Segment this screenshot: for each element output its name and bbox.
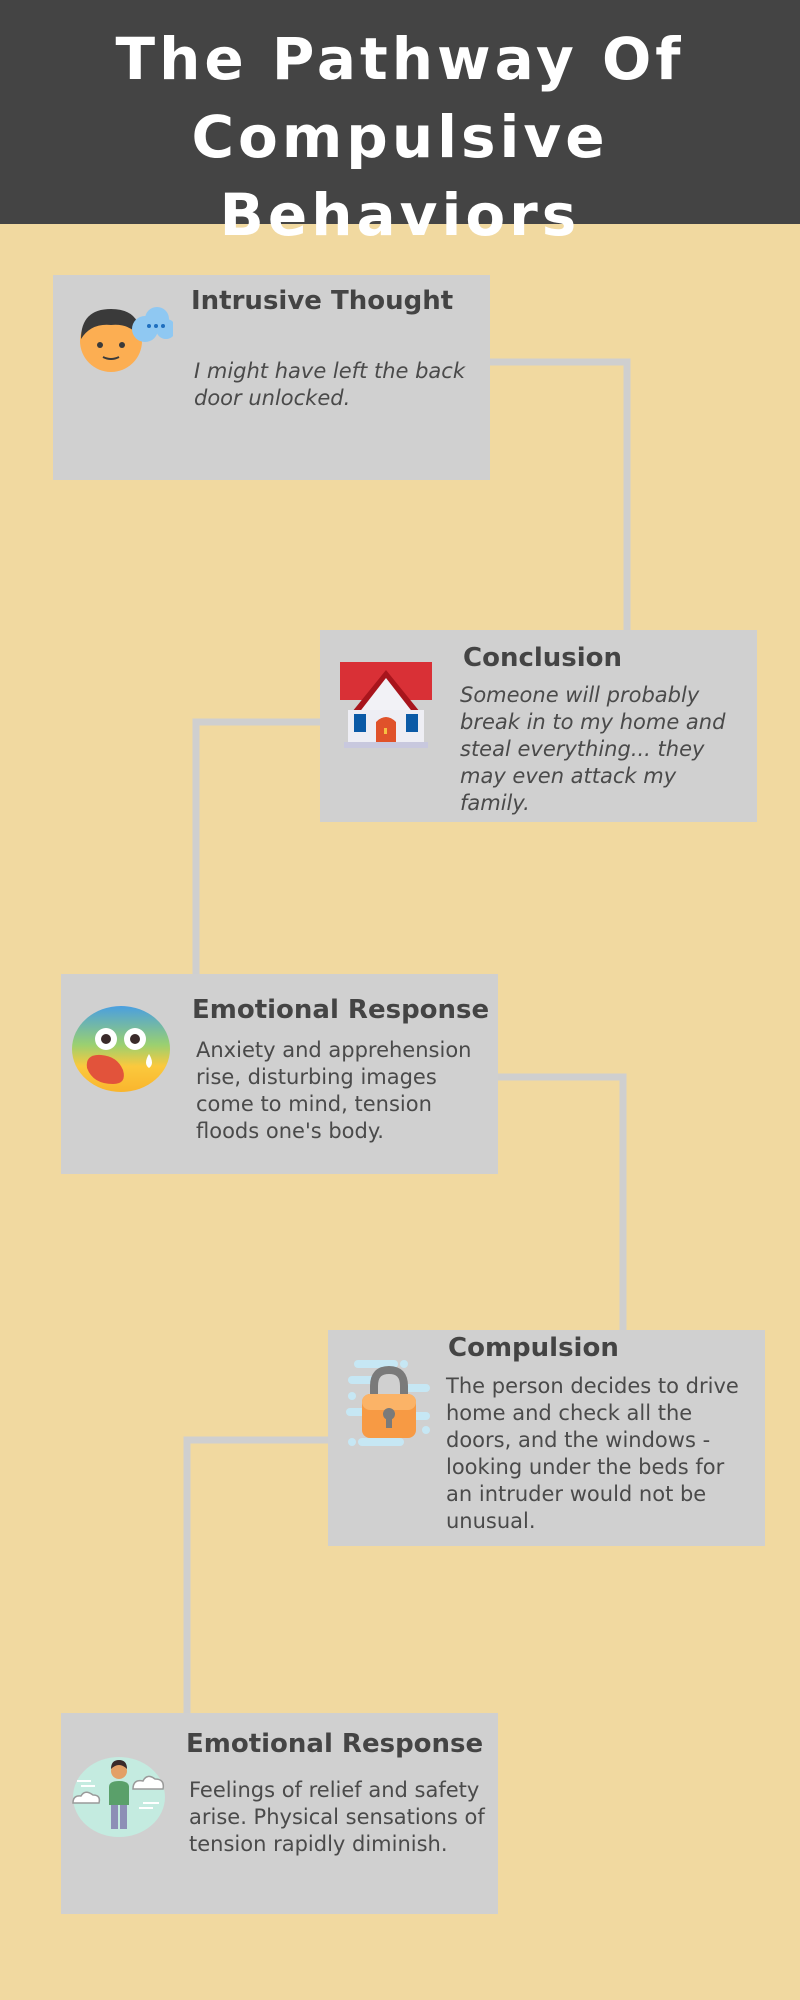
connector-2 xyxy=(192,718,320,974)
relieved-person-icon xyxy=(72,1757,165,1837)
step-title: Conclusion xyxy=(463,643,623,673)
step-card-emotional-response-1: Emotional Response Anxiety and apprehens… xyxy=(61,974,498,1174)
step-text: The person decides to drive home and che… xyxy=(446,1374,739,1533)
fearful-face-icon xyxy=(72,1006,170,1092)
house-icon xyxy=(340,662,432,748)
header: The Pathway Of Compulsive Behaviors xyxy=(0,0,800,249)
step-title: Intrusive Thought xyxy=(191,286,454,316)
thinking-person-icon xyxy=(80,307,173,372)
step-title: Compulsion xyxy=(448,1333,619,1363)
step-card-conclusion: Conclusion Someone will probably break i… xyxy=(320,630,757,822)
title-line-2: Compulsive Behaviors xyxy=(191,103,609,249)
step-text: Someone will probably break in to my hom… xyxy=(460,683,726,815)
step-title: Emotional Response xyxy=(192,995,490,1025)
step-card-intrusive-thought: Intrusive Thought I might have left the … xyxy=(53,275,490,480)
step-title: Emotional Response xyxy=(186,1729,484,1759)
step-text: Feelings of relief and safety arise. Phy… xyxy=(189,1778,485,1856)
title-line-1: The Pathway Of xyxy=(115,25,685,93)
page-title: The Pathway Of Compulsive Behaviors xyxy=(0,20,800,254)
step-card-compulsion: Compulsion The person decides to drive h… xyxy=(328,1330,765,1546)
connector-3 xyxy=(498,1073,627,1330)
step-card-emotional-response-2: Emotional Response Feelings of relief an… xyxy=(61,1713,498,1914)
padlock-icon xyxy=(346,1360,430,1446)
step-text: Anxiety and apprehension rise, disturbin… xyxy=(196,1038,472,1143)
connector-4 xyxy=(183,1436,328,1713)
step-text: I might have left the back door unlocked… xyxy=(194,359,466,410)
connector-1 xyxy=(490,358,631,630)
